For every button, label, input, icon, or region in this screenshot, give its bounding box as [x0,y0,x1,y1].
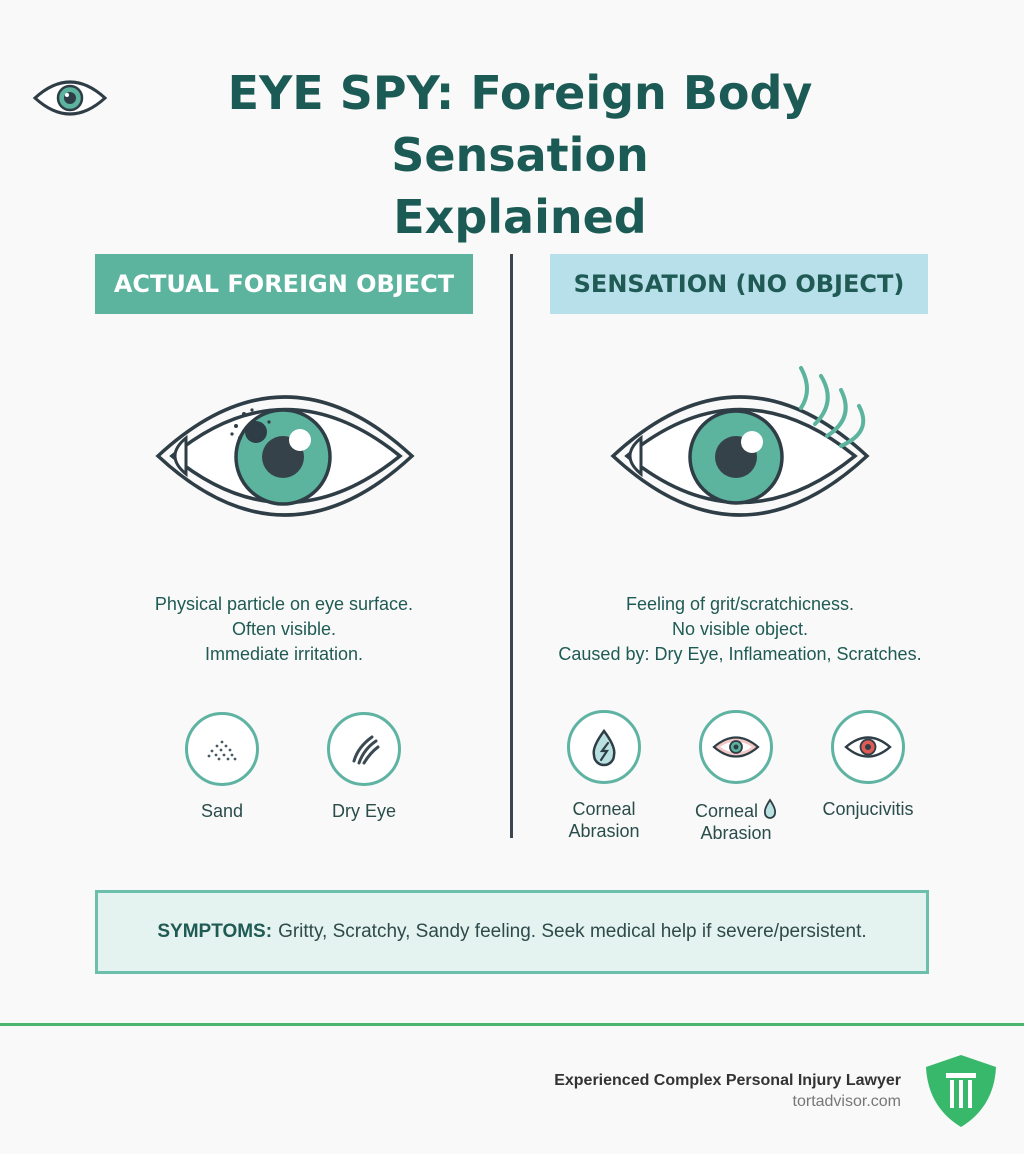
cause-item-dry-eye: Dry Eye [294,712,434,822]
description-line: Physical particle on eye surface. [154,594,414,614]
cause-label: Corneal Abrasion [666,798,806,844]
footer-divider [0,1023,1024,1026]
water-drop-icon [567,710,641,784]
column-divider [510,254,513,838]
symptoms-box: SYMPTOMS: Gritty, Scratchy, Sandy feelin… [95,890,929,974]
title-row: EYE SPY: Foreign Body Sensation Explaine… [0,62,1024,244]
actual-object-header: ACTUAL FOREIGN OBJECT [95,254,473,314]
cause-label: Corneal Abrasion [534,798,674,842]
eye-icon [32,80,108,116]
eyelash-icon [327,712,401,786]
cause-item-corneal-abrasion-2: Corneal Abrasion [666,710,806,844]
shield-logo-icon [926,1055,996,1127]
description-line: Often visible. [231,619,337,639]
red-eye-icon [831,710,905,784]
label-line: Abrasion [568,821,640,841]
actual-object-description: Physical particle on eye surface. Often … [95,592,473,667]
label-line: Conjucivitis [822,799,914,819]
footer-site-link[interactable]: tortadvisor.com [792,1093,901,1110]
cause-label: Dry Eye [331,801,396,821]
irritated-eye-illustration [610,366,870,517]
label-line: Corneal [572,799,636,819]
sand-icon [185,712,259,786]
label-line: Abrasion [700,823,772,843]
footer-text: Experienced Complex Personal Injury Lawy… [554,1070,901,1112]
label-line: Corneal [666,798,806,822]
title-line-2: Explained [393,190,647,244]
page-title: EYE SPY: Foreign Body Sensation Explaine… [110,62,930,248]
description-line: No visible object. [671,619,809,639]
label-text: Corneal [694,801,759,821]
cause-item-corneal-abrasion: Corneal Abrasion [534,710,674,842]
cause-item-sand: Sand [152,712,292,822]
symptoms-text: Gritty, Scratchy, Sandy feeling. Seek me… [278,921,867,942]
eye-with-particle-illustration [155,395,415,517]
cause-item-conjunctivitis: Conjucivitis [798,710,938,820]
eye-icon [699,710,773,784]
cause-label: Sand [200,801,244,821]
description-line: Immediate irritation. [204,644,364,664]
sensation-description: Feeling of grit/scratchicness. No visibl… [520,592,960,667]
tear-drop-icon [763,798,777,819]
cause-label: Conjucivitis [798,798,938,820]
description-line: Feeling of grit/scratchicness. [625,594,855,614]
symptoms-label: SYMPTOMS: [157,921,273,942]
title-line-1: EYE SPY: Foreign Body Sensation [227,66,813,182]
footer-title: Experienced Complex Personal Injury Lawy… [554,1072,901,1089]
description-line: Caused by: Dry Eye, Inflameation, Scratc… [558,644,922,664]
sensation-header: SENSATION (NO OBJECT) [550,254,928,314]
